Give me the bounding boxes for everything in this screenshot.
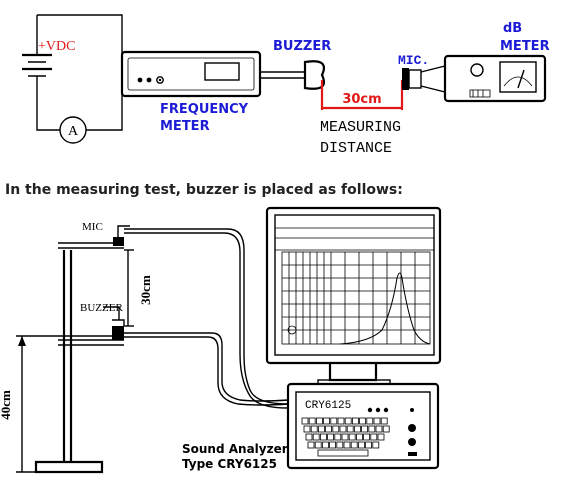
top-circuit: +VDC A FREQUENCY METER BUZZER 30cm MEASU… <box>22 14 550 157</box>
section-heading: In the measuring test, buzzer is placed … <box>5 182 403 198</box>
buzzer-cable <box>124 332 289 402</box>
ammeter-label: A <box>68 124 79 139</box>
keyboard-key <box>301 417 309 425</box>
keyboard-key <box>315 417 323 425</box>
dim-30-label: 30cm <box>138 275 153 305</box>
bottom-mic-label: MIC <box>82 221 103 233</box>
keyboard-key <box>341 433 349 441</box>
keyboard-key <box>327 433 335 441</box>
battery-icon <box>22 48 52 92</box>
knob-icon <box>137 77 143 83</box>
mic-cable <box>124 228 289 405</box>
keyboard-key <box>370 433 378 441</box>
mic-icon <box>117 225 130 237</box>
keyboard-key <box>355 433 363 441</box>
buzzer-icon <box>303 60 326 90</box>
top-wire <box>37 14 123 64</box>
keyboard-key <box>321 441 329 449</box>
keyboard-key <box>334 433 342 441</box>
keyboard-key <box>359 417 367 425</box>
keyboard-key <box>339 425 347 433</box>
keyboard-key <box>380 417 388 425</box>
bottom-setup: MIC BUZZER 30cm 40cm <box>0 206 442 474</box>
bottom-buzzer-label: BUZZER <box>80 302 123 314</box>
keyboard-key <box>351 417 359 425</box>
db-meter <box>443 54 547 103</box>
keyboard-key <box>312 433 320 441</box>
keyboard-key <box>325 425 333 433</box>
keyboard-key <box>310 425 318 433</box>
mic-label: MIC. <box>398 53 429 68</box>
buzzer-block <box>112 326 124 340</box>
dim-40-label: 40cm <box>0 390 13 420</box>
vdc-label: +VDC <box>38 39 75 54</box>
response-curve <box>339 272 431 345</box>
keyboard-key <box>319 433 327 441</box>
keyboard-key <box>346 425 354 433</box>
db-display <box>499 61 537 93</box>
frequency-meter-label-1: FREQUENCY <box>160 102 249 117</box>
keyboard-key <box>361 425 369 433</box>
buzzer-icon-bottom <box>112 319 125 326</box>
keyboard-key <box>375 425 383 433</box>
mic-clamp <box>113 237 124 246</box>
keyboard <box>301 417 390 457</box>
keyboard-key <box>353 425 361 433</box>
graph-grid <box>281 251 431 345</box>
analyzer-caption-2: Type CRY6125 <box>182 457 277 471</box>
measuring-label-1: MEASURING <box>320 119 401 136</box>
control-button <box>408 424 416 432</box>
analyzer-model-label: CRY6125 <box>305 400 351 412</box>
keyboard-key <box>372 441 380 449</box>
frequency-meter-label-2: METER <box>160 119 210 134</box>
keyboard-key <box>368 425 376 433</box>
keyboard-key <box>332 425 340 433</box>
db-meter-label-2: METER <box>500 39 550 54</box>
stand-base <box>34 460 104 474</box>
keyboard-key <box>357 441 365 449</box>
keyboard-key <box>348 433 356 441</box>
keyboard-key <box>337 417 345 425</box>
keyboard-key <box>323 417 331 425</box>
keyboard-key <box>382 425 390 433</box>
keyboard-key <box>329 441 337 449</box>
keyboard-key <box>343 441 351 449</box>
keyboard-key <box>377 433 385 441</box>
frequency-display <box>204 62 240 81</box>
screen-logo-icon <box>287 325 297 335</box>
keyboard-key <box>344 417 352 425</box>
keyboard-key <box>330 417 338 425</box>
distance-label: 30cm <box>342 92 381 107</box>
analyzer-screen <box>274 214 435 356</box>
needle-icon <box>517 69 525 89</box>
keyboard-key <box>303 425 311 433</box>
ammeter-icon <box>59 116 87 144</box>
db-meter-label-1: dB <box>503 21 522 36</box>
keyboard-spacebar <box>317 449 369 457</box>
keyboard-key <box>365 441 373 449</box>
dial-icon <box>156 76 164 84</box>
buzzer-label: BUZZER <box>273 39 331 54</box>
keyboard-key <box>305 433 313 441</box>
indicator-led <box>367 407 373 413</box>
microphone-icon <box>402 65 446 93</box>
monitor <box>265 206 442 385</box>
keyboard-key <box>366 417 374 425</box>
frequency-meter <box>120 50 262 98</box>
keyboard-key <box>317 425 325 433</box>
keyboard-key <box>350 441 358 449</box>
monitor-stand <box>328 363 378 382</box>
ammeter-right-wire <box>86 90 123 131</box>
keyboard-key <box>363 433 371 441</box>
keyboard-key <box>308 417 316 425</box>
analyzer-caption-1: Sound Analyzer <box>182 442 288 456</box>
keyboard-key <box>373 417 381 425</box>
analyzer-unit: CRY6125 <box>286 382 440 470</box>
measuring-label-2: DISTANCE <box>320 140 392 157</box>
keyboard-key <box>314 441 322 449</box>
keyboard-key <box>307 441 315 449</box>
keyboard-key <box>336 441 344 449</box>
